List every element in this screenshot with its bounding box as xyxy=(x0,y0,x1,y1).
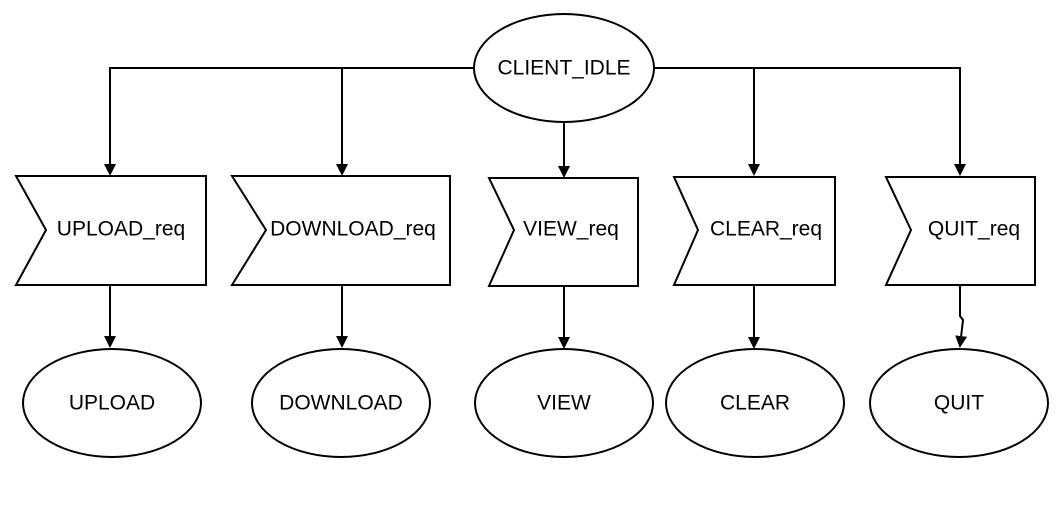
request-node-upload: UPLOAD_req xyxy=(14,175,207,286)
state-node-ellipse xyxy=(251,348,431,458)
state-edges xyxy=(104,285,968,349)
root-edges xyxy=(104,67,966,178)
request-node-shape xyxy=(884,176,1036,286)
edge-root-to-upload-req xyxy=(104,67,474,176)
request-node-label: VIEW_req xyxy=(523,218,619,241)
request-node-view: VIEW_req xyxy=(487,177,639,287)
root-label: CLIENT_IDLE xyxy=(497,57,630,80)
request-node-label: UPLOAD_req xyxy=(57,218,185,241)
state-node-download: DOWNLOAD xyxy=(251,348,431,458)
root-node: CLIENT_IDLE xyxy=(473,13,655,123)
state-node-ellipse xyxy=(22,348,202,458)
state-node-upload: UPLOAD xyxy=(22,348,202,458)
state-node-label: QUIT xyxy=(934,392,984,415)
request-node-shape xyxy=(672,176,836,286)
request-node-label: QUIT_req xyxy=(928,218,1020,241)
state-node-quit: QUIT xyxy=(869,348,1049,458)
state-node-ellipse xyxy=(869,348,1049,458)
request-node-quit: QUIT_req xyxy=(884,176,1036,286)
state-node-label: UPLOAD xyxy=(69,392,155,415)
edge-root-to-quit-req xyxy=(754,67,966,176)
state-node-ellipse xyxy=(474,348,654,458)
root-ellipse xyxy=(473,13,655,123)
request-node-shape xyxy=(487,177,639,287)
state-node-label: VIEW xyxy=(537,392,591,415)
state-node-label: DOWNLOAD xyxy=(279,392,403,415)
edge-root-to-clear-req xyxy=(654,67,760,176)
state-node-ellipse xyxy=(665,348,845,458)
request-node-download: DOWNLOAD_req xyxy=(230,175,451,286)
request-node-label: DOWNLOAD_req xyxy=(270,218,436,241)
request-node-shape xyxy=(230,175,451,286)
request-node-shape xyxy=(14,175,207,286)
state-node-clear: CLEAR xyxy=(665,348,845,458)
edge-quit-req-to-quit xyxy=(955,285,968,348)
state-node-label: CLEAR xyxy=(720,392,790,415)
request-node-clear: CLEAR_req xyxy=(672,176,836,286)
request-node-label: CLEAR_req xyxy=(710,218,822,241)
state-node-view: VIEW xyxy=(474,348,654,458)
